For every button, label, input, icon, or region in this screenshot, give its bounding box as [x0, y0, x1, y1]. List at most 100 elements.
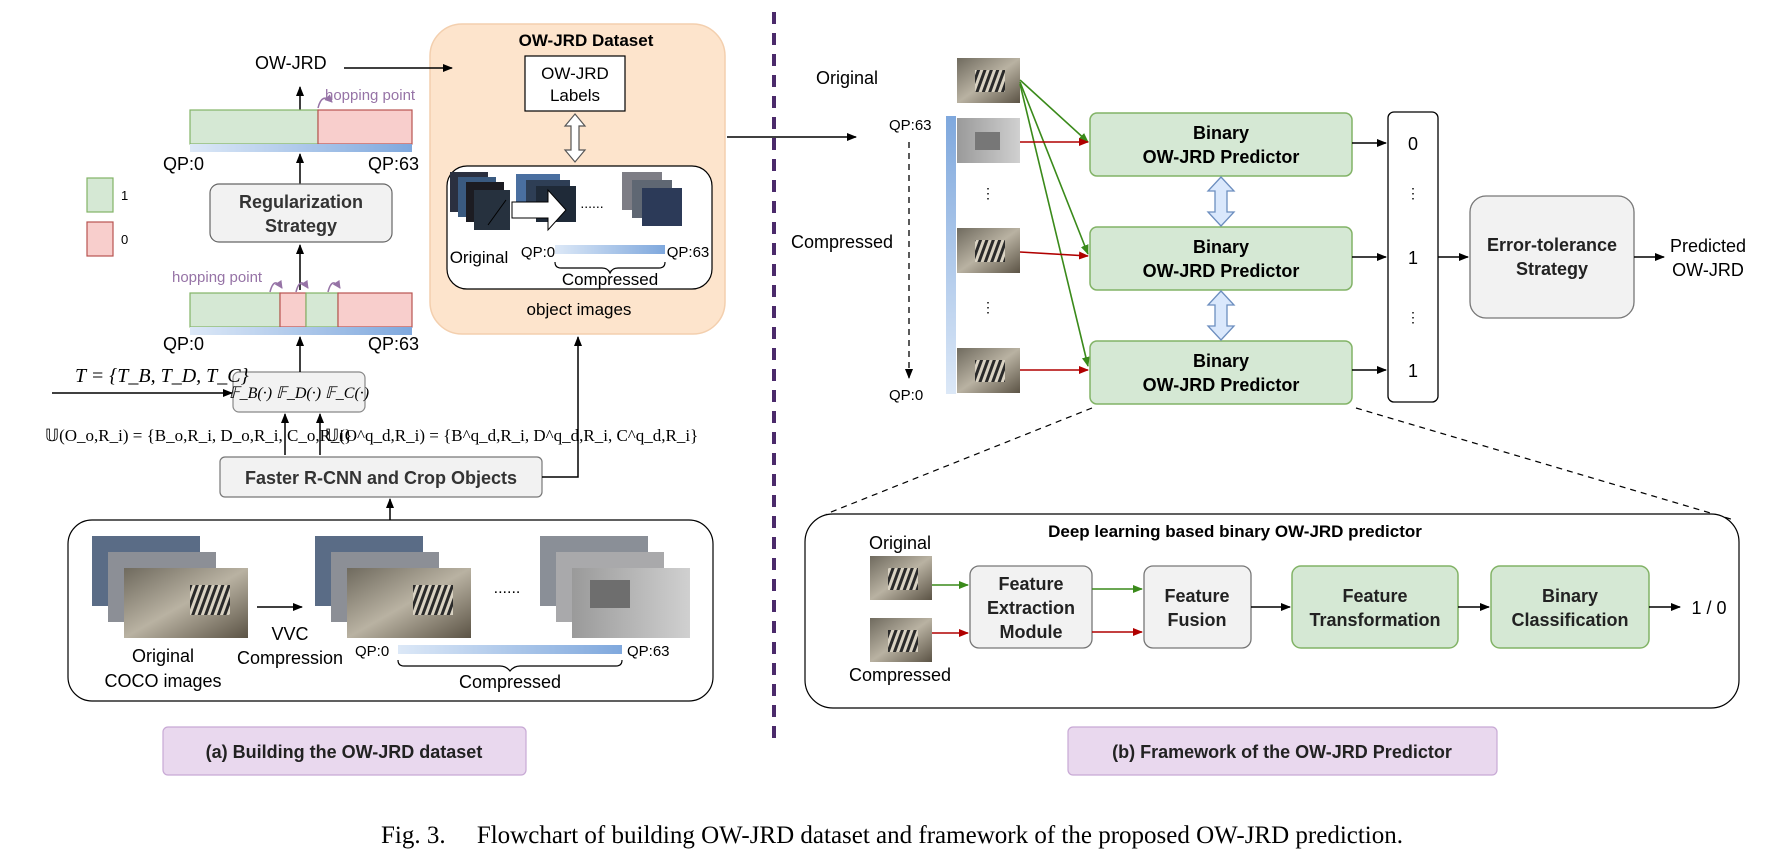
- fem-2: Extraction: [987, 598, 1075, 618]
- output-vdots-1: ⋮: [1406, 185, 1420, 201]
- feature-transformation-box: [1291, 565, 1459, 649]
- caption-a: (a) Building the OW-JRD dataset: [206, 742, 483, 762]
- detail-output: 1 / 0: [1691, 598, 1726, 618]
- predicted-line1: Predicted: [1670, 236, 1746, 256]
- bar2-qp0: QP:0: [163, 334, 204, 354]
- reg-line2: Strategy: [265, 216, 337, 236]
- compress-arrow-icon: [511, 188, 567, 232]
- blue-double-arrow-icon-1: [1206, 176, 1236, 227]
- object-image-stack-blurred: [622, 172, 682, 226]
- fem-1: Feature: [998, 574, 1063, 594]
- owjrd-output-label: OW-JRD: [255, 53, 327, 73]
- legend-red: [86, 221, 114, 257]
- dataset-qp0: QP:0: [521, 244, 555, 261]
- ft-2: Transformation: [1309, 610, 1440, 630]
- output-mid: 1: [1408, 248, 1418, 268]
- connector-line: [487, 199, 507, 226]
- coco-qp0: QP:0: [355, 643, 389, 660]
- dataset-qp-bar: [555, 245, 665, 254]
- predictor-3-line2: OW-JRD Predictor: [1143, 375, 1300, 395]
- predictor-1-line2: OW-JRD Predictor: [1143, 147, 1300, 167]
- top-qp0: QP:0: [163, 154, 204, 174]
- zoom-line-right: [1355, 407, 1735, 521]
- coco-original-2: COCO images: [104, 671, 221, 691]
- feature-extraction-box: [969, 565, 1093, 649]
- fem-3: Module: [1000, 622, 1063, 642]
- dataset-dots: ......: [580, 195, 603, 211]
- hopping-point-top: hopping point: [325, 87, 416, 104]
- red-arrow-2: [1019, 251, 1089, 260]
- bar2-qp63: QP:63: [368, 334, 419, 354]
- b-qp-bar: [946, 116, 956, 394]
- output-bot: 1: [1408, 361, 1418, 381]
- blue-double-arrow-icon-2: [1206, 290, 1236, 341]
- vvc-1: VVC: [271, 624, 308, 644]
- predictor-2-line2: OW-JRD Predictor: [1143, 261, 1300, 281]
- coco-dots: ......: [494, 580, 521, 597]
- bar2-green-1: [189, 292, 281, 328]
- detail-thumb-compressed: [870, 618, 932, 662]
- predictor-3-line1: Binary: [1193, 351, 1249, 371]
- b-compressed-label: Compressed: [791, 232, 893, 252]
- detail-original-label: Original: [869, 533, 931, 553]
- binary-classification-box: [1490, 565, 1650, 649]
- predictor-box-3: Binary OW-JRD Predictor: [1089, 340, 1353, 405]
- b-qp0: QP:0: [889, 387, 923, 404]
- error-line1: Error-tolerance: [1487, 235, 1617, 255]
- green-arrow-1: [1019, 79, 1089, 143]
- arrow-to-dataset-up: [542, 336, 582, 478]
- top-qp-bar: [190, 144, 412, 152]
- b-thumb-1: [957, 118, 1020, 163]
- t-formula: T = {T_B, T_D, T_C}: [75, 365, 249, 387]
- feature-fusion-box: [1143, 565, 1252, 649]
- predictor-box-2: Binary OW-JRD Predictor: [1089, 226, 1353, 291]
- coco-original-stack: [92, 536, 248, 638]
- hopping-point-bottom: hopping point: [172, 269, 263, 286]
- dataset-qp63: QP:63: [667, 244, 710, 261]
- hop-curve-icon: [317, 94, 333, 109]
- dataset-original-label: Original: [450, 248, 509, 267]
- coco-compressed: Compressed: [459, 672, 561, 692]
- detail-compressed-label: Compressed: [849, 665, 951, 685]
- hop-curve-icon-2: [295, 279, 309, 293]
- green-arrow-2: [1019, 81, 1089, 255]
- coco-original-1: Original: [132, 646, 194, 666]
- labels-line2: Labels: [550, 86, 600, 105]
- coco-qp63: QP:63: [627, 643, 670, 660]
- u-right-formula: 𝕌(O^q_d,R_i) = {B^q_d,R_i, D^q_d,R_i, C^…: [325, 426, 698, 445]
- predictor-2-line1: Binary: [1193, 237, 1249, 257]
- top-bar-green: [189, 109, 319, 145]
- hop-curve-icon-1: [269, 279, 283, 293]
- ff-2: Fusion: [1168, 610, 1227, 630]
- green-arrow-3: [1019, 83, 1090, 367]
- u-left-formula: 𝕌(O_o,R_i) = {B_o,R_i, D_o,R_i, C_o,R_i}: [45, 426, 352, 445]
- f-formula: 𝔽_B(·) 𝔽_D(·) 𝔽_C(·): [229, 385, 369, 402]
- output-vdots-2: ⋮: [1406, 309, 1420, 325]
- legend-one: 1: [121, 188, 128, 203]
- bc-2: Classification: [1511, 610, 1628, 630]
- b-vdots-1: ⋮: [981, 185, 995, 201]
- coco-qp-bar: [398, 645, 622, 654]
- dataset-brace: [554, 261, 666, 275]
- caption-a-box: [162, 726, 527, 776]
- legend-zero: 0: [121, 232, 128, 247]
- detail-box: [804, 513, 1740, 709]
- error-tolerance-box: [1469, 195, 1635, 319]
- b-vdots-2: ⋮: [981, 299, 995, 315]
- b-thumb-3: [957, 348, 1020, 393]
- b-original-label: Original: [816, 68, 878, 88]
- detail-title: Deep learning based binary OW-JRD predic…: [1048, 522, 1422, 541]
- bc-1: Binary: [1542, 586, 1598, 606]
- labels-box: [524, 55, 626, 112]
- b-original-thumb: [957, 58, 1020, 103]
- coco-blurred-stack: [540, 536, 690, 638]
- bar2-red-1: [279, 292, 307, 328]
- error-line2: Strategy: [1516, 259, 1588, 279]
- bar2-red-2: [337, 292, 413, 328]
- dataset-box-title: OW-JRD Dataset: [519, 31, 654, 50]
- reg-line1: Regularization: [239, 192, 363, 212]
- b-qp63: QP:63: [889, 117, 932, 134]
- top-bar-red: [317, 109, 413, 145]
- zoom-line-left: [825, 407, 1093, 515]
